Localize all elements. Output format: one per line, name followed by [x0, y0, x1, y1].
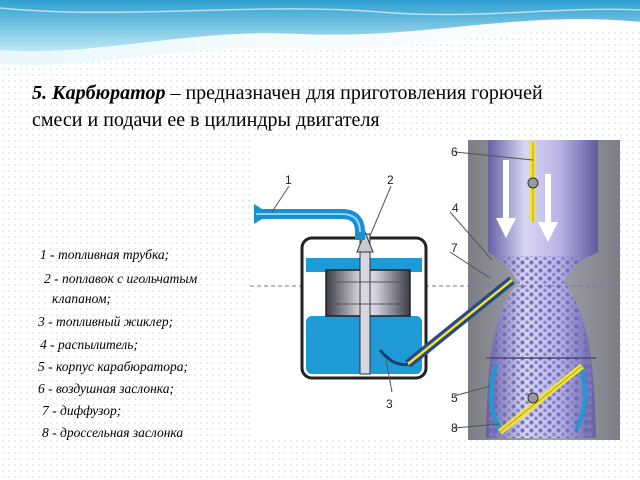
fuel-jet	[378, 349, 411, 366]
slide-title: 5. Карбюратор – предназначен для пригото…	[32, 80, 592, 134]
callout-5: 5	[451, 391, 458, 405]
callout-3: 3	[386, 397, 393, 411]
carburetor-illustration: 1 2 3 4 5 6 7 8	[250, 140, 620, 440]
legend-item-8: 8 - дроссельная заслонка	[42, 425, 184, 440]
legend-item-6: 6 - воздушная заслонка;	[38, 381, 175, 396]
title-definition: – предназначен для приготовления горючей…	[32, 82, 543, 131]
callout-7: 7	[451, 241, 458, 255]
legend-item-2-cont: клапаном;	[52, 291, 111, 306]
title-term: 5. Карбюратор	[32, 82, 166, 104]
legend-item-4: 4 - распылитель;	[40, 337, 138, 352]
callout-2: 2	[387, 173, 394, 187]
legend-item-7: 7 - диффузор;	[42, 403, 122, 418]
sprayer-fuel-line	[407, 279, 513, 365]
fuel-pipe-highlight	[256, 213, 361, 233]
callout-4: 4	[452, 201, 459, 215]
legend-item-3: 3 - топливный жиклер;	[38, 314, 174, 329]
fuel-pipe	[256, 209, 365, 240]
carburetor-diagram: 1 2 3 4 5 6 7 8	[250, 140, 620, 440]
legend-item-5: 5 - корпус карабюратора;	[38, 359, 188, 374]
air-damper	[527, 142, 539, 222]
float-with-needle-valve	[325, 230, 411, 375]
leader-lines	[271, 151, 534, 429]
airflow-arrows	[496, 160, 558, 242]
callout-6: 6	[451, 145, 458, 159]
throttle-damper	[498, 363, 584, 435]
legend-item-2: 2 - поплавок с игольчатым	[44, 271, 198, 286]
fuel-mixture-droplets	[488, 256, 594, 438]
legend-item-1: 1 - топливная трубка;	[40, 247, 170, 262]
callout-8: 8	[451, 421, 458, 435]
callout-1: 1	[285, 173, 292, 187]
header-wave	[0, 0, 640, 66]
